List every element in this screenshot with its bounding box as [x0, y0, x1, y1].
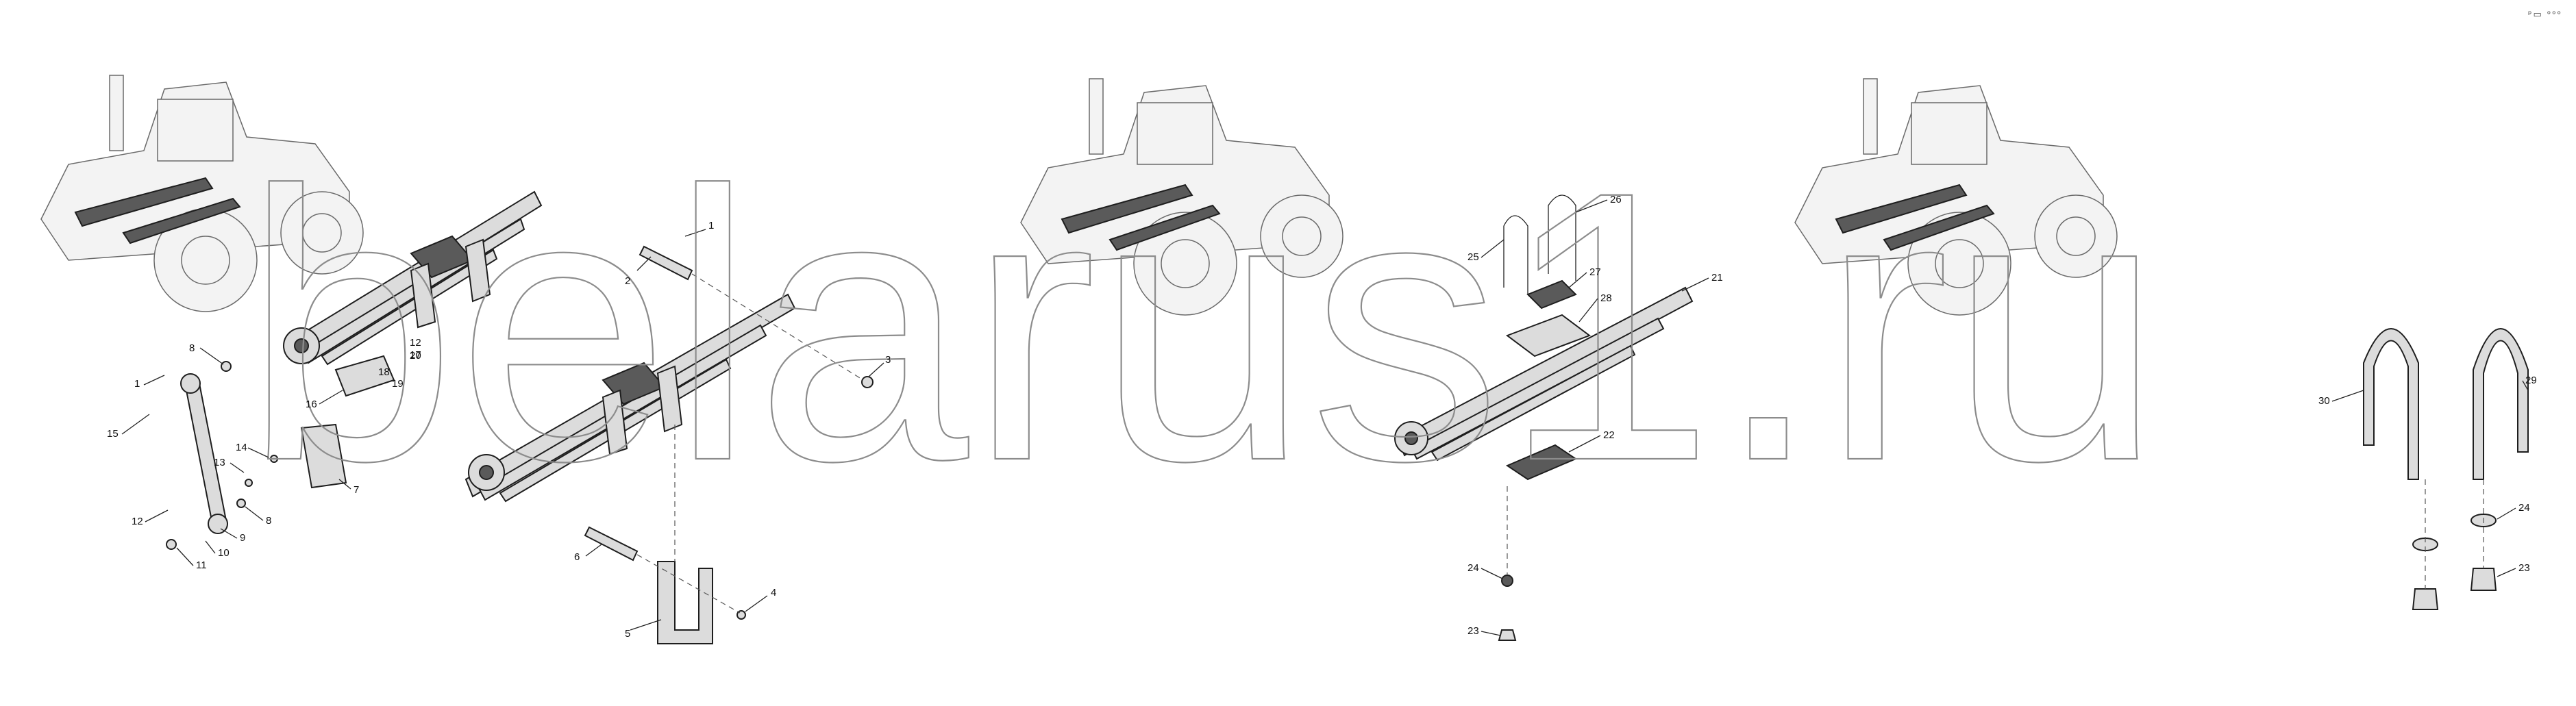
tractor-thumbnail-left: [40, 75, 364, 312]
leaf-spring-lower: [465, 293, 796, 503]
callout-29: 29: [2525, 375, 2537, 386]
callout-4: 4: [771, 587, 776, 598]
callout-23-middle: 23: [1467, 625, 1479, 637]
u-bolt-30: [2363, 328, 2419, 480]
u-bracket-5: [657, 561, 713, 644]
callout-10: 10: [218, 547, 230, 559]
u-bolt-29: [2473, 328, 2529, 480]
callout-27: 27: [1589, 266, 1601, 278]
callout-19: 19: [392, 378, 404, 390]
callout-labels: 1 2 3 4 5 6 7 8 8 9 10 11 12 12 13 14 15…: [107, 194, 2537, 640]
nuts-right: [2412, 479, 2497, 610]
callout-leaders: [121, 199, 2529, 636]
leader-lines-left: [585, 229, 884, 631]
pin-2: [639, 245, 693, 281]
callout-21: 21: [1711, 272, 1723, 283]
bracket-7: [300, 423, 347, 489]
callout-16: 16: [306, 399, 317, 410]
u-bolt-25: [1503, 215, 1528, 294]
callout-23-right: 23: [2518, 562, 2530, 574]
shock-absorber: [180, 373, 228, 534]
callout-5: 5: [625, 628, 630, 640]
block-27: [1526, 279, 1577, 310]
axle-pin-16: [334, 355, 395, 397]
corner-marker: ᵖ▭ ᵒᵒᵒ: [2527, 10, 2562, 20]
watermark-text: belarus1.ru: [243, 112, 2163, 540]
tractor-thumbnail-right: [1794, 78, 2118, 316]
pin-6: [584, 526, 639, 562]
callout-12-center: 12: [410, 337, 421, 349]
callout-17: 17: [410, 349, 421, 361]
small-fasteners-left: [166, 361, 874, 620]
leaf-spring-21: [1394, 286, 1694, 462]
callout-7: 7: [354, 484, 359, 496]
callout-1: 1: [708, 220, 714, 231]
leaf-spring-upper: [283, 190, 543, 366]
callout-11: 11: [196, 559, 207, 571]
callout-3: 3: [885, 354, 891, 366]
callout-28: 28: [1600, 292, 1612, 304]
callout-24-right: 24: [2518, 502, 2530, 514]
callout-8-lower: 8: [266, 515, 271, 527]
callout-18: 18: [378, 366, 390, 378]
callout-15: 15: [107, 428, 119, 440]
tractor-thumbnail-middle: [1020, 78, 1343, 316]
callout-2: 2: [625, 275, 630, 287]
callout-9: 9: [240, 532, 245, 544]
callout-6: 6: [574, 551, 580, 563]
pad-28: [1505, 314, 1592, 357]
callout-12-left: 12: [132, 516, 143, 527]
callout-20: 20: [410, 350, 421, 362]
callout-30: 30: [2318, 395, 2330, 407]
plate-22: [1505, 444, 1578, 481]
callout-13: 13: [214, 457, 225, 468]
callout-8-upper: 8: [189, 342, 195, 354]
callout-24-middle: 24: [1467, 562, 1479, 574]
u-bolt-26: [1548, 194, 1576, 281]
callout-14: 14: [236, 442, 247, 453]
callout-25: 25: [1467, 251, 1479, 263]
callout-22: 22: [1603, 429, 1615, 441]
callout-26: 26: [1610, 194, 1622, 205]
fasteners-middle: [1498, 486, 1517, 641]
callout-1-left: 1: [134, 378, 140, 390]
